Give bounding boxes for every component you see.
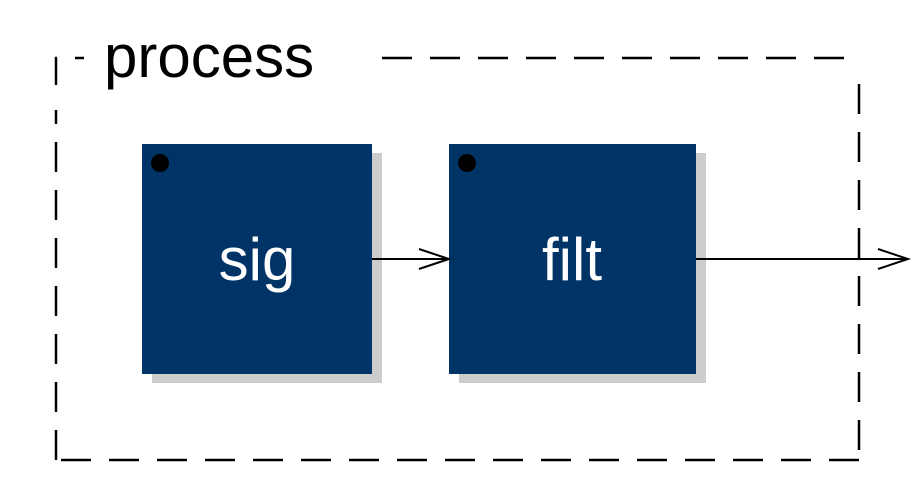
block-filt[interactable]: filt: [449, 144, 706, 383]
connector-filt-output: [696, 248, 912, 270]
block-filt-label: filt: [542, 226, 602, 293]
group-boundary: [54, 56, 861, 462]
block-sig-dot-icon: [151, 154, 169, 172]
connector-filt-output-arrowhead-icon: [877, 248, 912, 270]
block-sig[interactable]: sig: [142, 144, 382, 383]
block-sig-label: sig: [219, 226, 296, 293]
group-border-top-left: [54, 56, 84, 85]
block-filt-dot-icon: [458, 154, 476, 172]
connector-sig-filt-arrowhead-icon: [418, 248, 453, 270]
block-sig-body: [142, 144, 372, 374]
block-filt-body: [449, 144, 696, 374]
group-title: process: [104, 23, 314, 90]
connector-sig-filt: [372, 248, 453, 270]
